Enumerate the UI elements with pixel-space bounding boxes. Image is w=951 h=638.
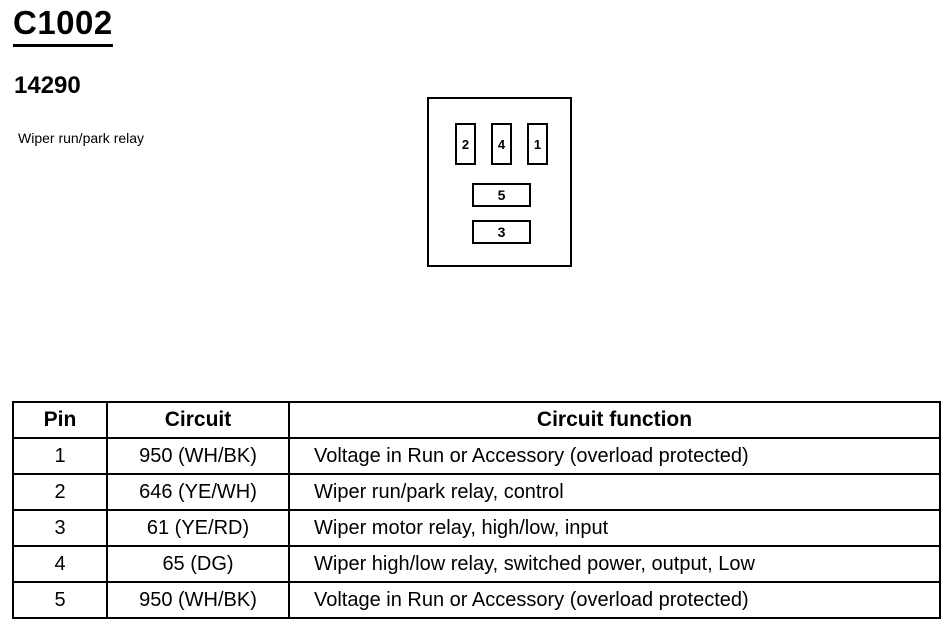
circuit-function-cell: Wiper high/low relay, switched power, ou…: [288, 545, 941, 583]
circuit-cell: 61 (YE/RD): [106, 509, 290, 547]
pin-cell: 5: [12, 581, 108, 619]
circuit-function-cell: Voltage in Run or Accessory (overload pr…: [288, 437, 941, 475]
column-header-circuit-function: Circuit function: [288, 401, 941, 439]
table-row: 5 950 (WH/BK) Voltage in Run or Accessor…: [12, 581, 941, 619]
connector-title: C1002: [13, 4, 113, 47]
table-row: 2 646 (YE/WH) Wiper run/park relay, cont…: [12, 473, 941, 511]
pin-cell: 3: [12, 509, 108, 547]
pin-cavity-5: 5: [472, 183, 531, 207]
pinout-table: Pin Circuit Circuit function 1 950 (WH/B…: [12, 401, 941, 619]
component-description: Wiper run/park relay: [18, 130, 145, 146]
table-header-row: Pin Circuit Circuit function: [12, 401, 941, 439]
circuit-cell: 646 (YE/WH): [106, 473, 290, 511]
circuit-cell: 65 (DG): [106, 545, 290, 583]
column-header-pin: Pin: [12, 401, 108, 439]
circuit-cell: 950 (WH/BK): [106, 437, 290, 475]
table-row: 3 61 (YE/RD) Wiper motor relay, high/low…: [12, 509, 941, 547]
table-row: 1 950 (WH/BK) Voltage in Run or Accessor…: [12, 437, 941, 475]
pin-cavity-3: 3: [472, 220, 531, 244]
circuit-function-cell: Voltage in Run or Accessory (overload pr…: [288, 581, 941, 619]
circuit-function-cell: Wiper motor relay, high/low, input: [288, 509, 941, 547]
circuit-function-cell: Wiper run/park relay, control: [288, 473, 941, 511]
column-header-circuit: Circuit: [106, 401, 290, 439]
table-row: 4 65 (DG) Wiper high/low relay, switched…: [12, 545, 941, 583]
pin-cavity-1: 1: [527, 123, 548, 165]
pin-cavity-2: 2: [455, 123, 476, 165]
circuit-cell: 950 (WH/BK): [106, 581, 290, 619]
pin-cell: 2: [12, 473, 108, 511]
pin-cavity-4: 4: [491, 123, 512, 165]
part-number: 14290: [14, 72, 81, 99]
connector-face-diagram: 2 4 1 5 3: [427, 97, 572, 267]
pin-cell: 4: [12, 545, 108, 583]
pin-cell: 1: [12, 437, 108, 475]
